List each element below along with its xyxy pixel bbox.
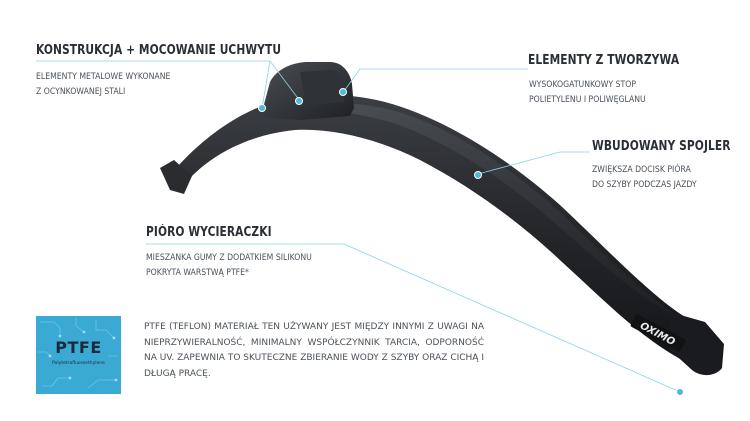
dot-construction: [258, 104, 266, 112]
title-blade: PIÓRO WYCIERACZKI: [146, 225, 272, 240]
title-spoiler: WBUDOWANY SPOJLER: [592, 139, 731, 154]
dot-plastic: [339, 88, 347, 96]
mount-clip: [300, 70, 344, 106]
desc-plastic-line-2: POLIETYLENU I POLIWĘGLANU: [529, 95, 646, 105]
title-construction: KONSTRUKCJA + MOCOWANIE UCHWYTU: [36, 43, 282, 58]
desc-plastic-line-1: WYSOKOGATUNKOWY STOP: [529, 80, 637, 90]
brand-mark-plate: [630, 314, 686, 352]
dot-spoiler: [474, 171, 482, 179]
desc-blade: MIESZANKA GUMY Z DODATKIEM SILIKONU POKR…: [146, 251, 312, 281]
leader-blade: [146, 243, 681, 393]
ptfe-badge: PTFE Polytetrafluoroethylene: [36, 316, 121, 394]
desc-construction-line-1: ELEMENTY METALOWE WYKONANE: [36, 72, 171, 82]
end-cap: [670, 312, 724, 376]
leader-plastic: [343, 68, 528, 92]
desc-plastic: WYSOKOGATUNKOWY STOP POLIETYLENU I POLIW…: [529, 78, 646, 108]
desc-blade-line-2: POKRYTA WARSTWĄ PTFE*: [146, 268, 249, 278]
circuit-pattern-icon: [38, 318, 118, 389]
dot-blade: [676, 388, 684, 396]
leader-spoiler: [477, 151, 590, 175]
ptfe-badge-subtitle: Polytetrafluoroethylene: [52, 361, 105, 366]
title-plastic: ELEMENTY Z TWORZYWA: [528, 53, 680, 68]
ptfe-badge-word: PTFE: [55, 338, 102, 357]
desc-construction-line-2: Z OCYNKOWANEJ STALI: [36, 87, 126, 97]
desc-spoiler-line-1: ZWIĘKSZA DOCISK PIÓRA: [592, 165, 691, 175]
leader-construction-2: [269, 60, 301, 102]
left-tip: [160, 160, 192, 194]
desc-blade-line-1: MIESZANKA GUMY Z DODATKIEM SILIKONU: [146, 253, 312, 263]
desc-construction: ELEMENTY METALOWE WYKONANE Z OCYNKOWANEJ…: [36, 70, 170, 100]
ptfe-note: PTFE (TEFLON) MATERIAŁ TEN UŻYWANY JEST …: [144, 322, 484, 379]
desc-spoiler: ZWIĘKSZA DOCISK PIÓRA DO SZYBY PODCZAS J…: [592, 163, 697, 193]
dot-construction-2: [295, 97, 303, 105]
desc-spoiler-line-2: DO SZYBY PODCZAS JAZDY: [592, 180, 697, 190]
